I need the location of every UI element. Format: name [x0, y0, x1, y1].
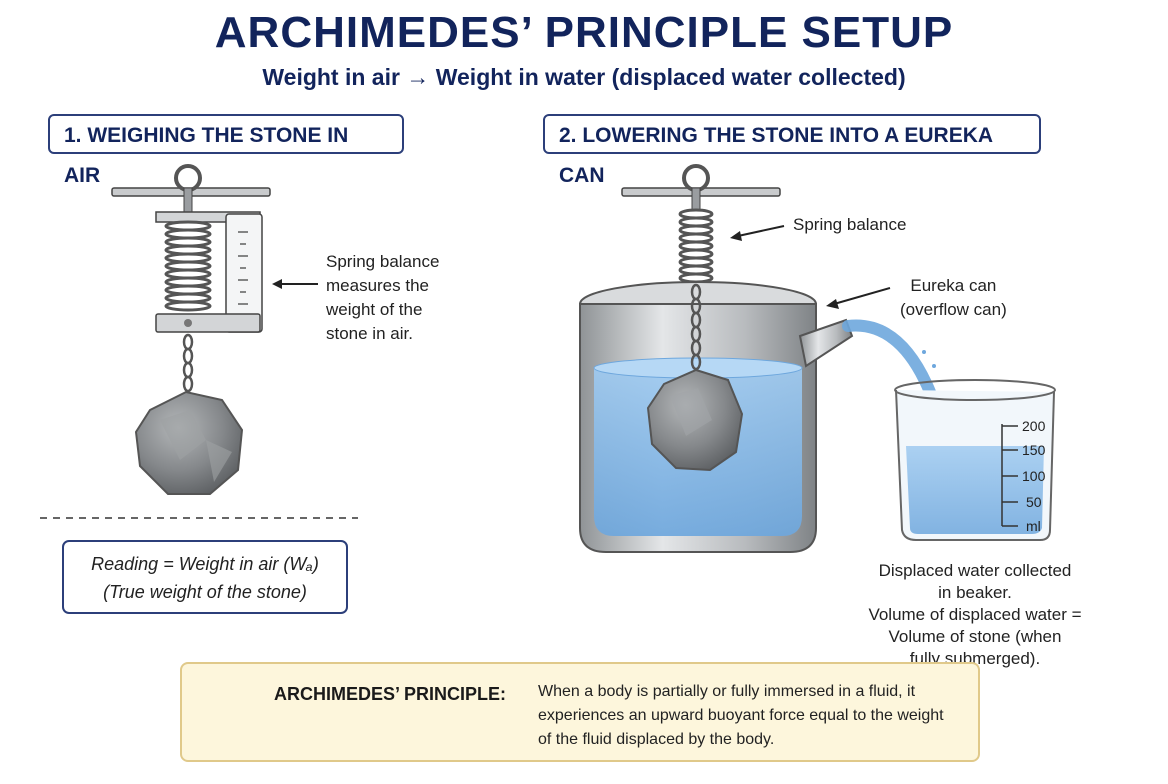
annot-line: Spring balance — [326, 252, 440, 271]
hook-icon — [682, 164, 710, 211]
chain-icon — [182, 333, 194, 393]
reading-line: Reading = Weight in air (Wₐ) — [91, 554, 319, 574]
principle-box: ARCHIMEDES’ PRINCIPLE: When a body is pa… — [180, 662, 980, 762]
eureka-can-label: Eureka can (overflow can) — [900, 274, 1007, 322]
panel2-apparatus: 200 150 100 50 ml — [579, 164, 1056, 553]
spring-balance-label: Spring balance — [793, 215, 907, 234]
arrow-icon — [826, 287, 891, 309]
arrow-icon — [730, 225, 785, 241]
caption-line: Volume of displaced water = — [868, 605, 1082, 624]
caption-line: Displaced water collected — [878, 561, 1072, 580]
page-subtitle: Weight in air → Weight in water (displac… — [262, 64, 906, 90]
spring-coil-2 — [678, 208, 714, 284]
can-label-line: Eureka can — [910, 276, 997, 295]
beaker-tick-200: 200 — [1022, 418, 1046, 434]
chain-icon — [690, 283, 702, 371]
can-label-line: (overflow can) — [900, 300, 1007, 319]
annot-line: measures the — [326, 276, 429, 295]
panel2-label: 2. LOWERING THE STONE INTO A EUREKA CAN — [543, 114, 1041, 187]
panel1-annotation: Spring balance measures the weight of th… — [326, 250, 439, 346]
beaker-tick-100: 100 — [1022, 468, 1046, 484]
can-spout — [798, 318, 854, 368]
principle-line: experiences an upward buoyant force equa… — [538, 707, 944, 724]
panel1-apparatus: N — [40, 164, 358, 519]
principle-line: When a body is partially or fully immers… — [538, 683, 916, 700]
panel1-label: 1. WEIGHING THE STONE IN AIR — [48, 114, 404, 187]
page-title: ARCHIMEDES’ PRINCIPLE SETUP — [214, 8, 954, 57]
beaker-tick-50: 50 — [1026, 494, 1042, 510]
beaker-caption: Displaced water collected in beaker. Vol… — [860, 560, 1090, 670]
annot-line: stone in air. — [326, 324, 413, 343]
arrow-icon — [272, 279, 318, 289]
beaker-water — [906, 446, 1044, 534]
annot-line: weight of the — [326, 300, 423, 319]
principle-title: ARCHIMEDES’ PRINCIPLE: — [274, 684, 507, 704]
beaker-tick-150: 150 — [1022, 442, 1046, 458]
overflow-stream — [842, 319, 936, 398]
principle-text: When a body is partially or fully immers… — [538, 680, 968, 752]
spring-coil — [164, 220, 212, 312]
reading-box: Reading = Weight in air (Wₐ) (True weigh… — [62, 540, 348, 614]
principle-line: of the fluid displaced by the body. — [538, 731, 775, 748]
caption-line: in beaker. — [938, 583, 1012, 602]
beaker-tick-ml: ml — [1026, 518, 1041, 534]
caption-line: Volume of stone (when — [888, 627, 1062, 646]
reading-note: (True weight of the stone) — [103, 582, 307, 602]
